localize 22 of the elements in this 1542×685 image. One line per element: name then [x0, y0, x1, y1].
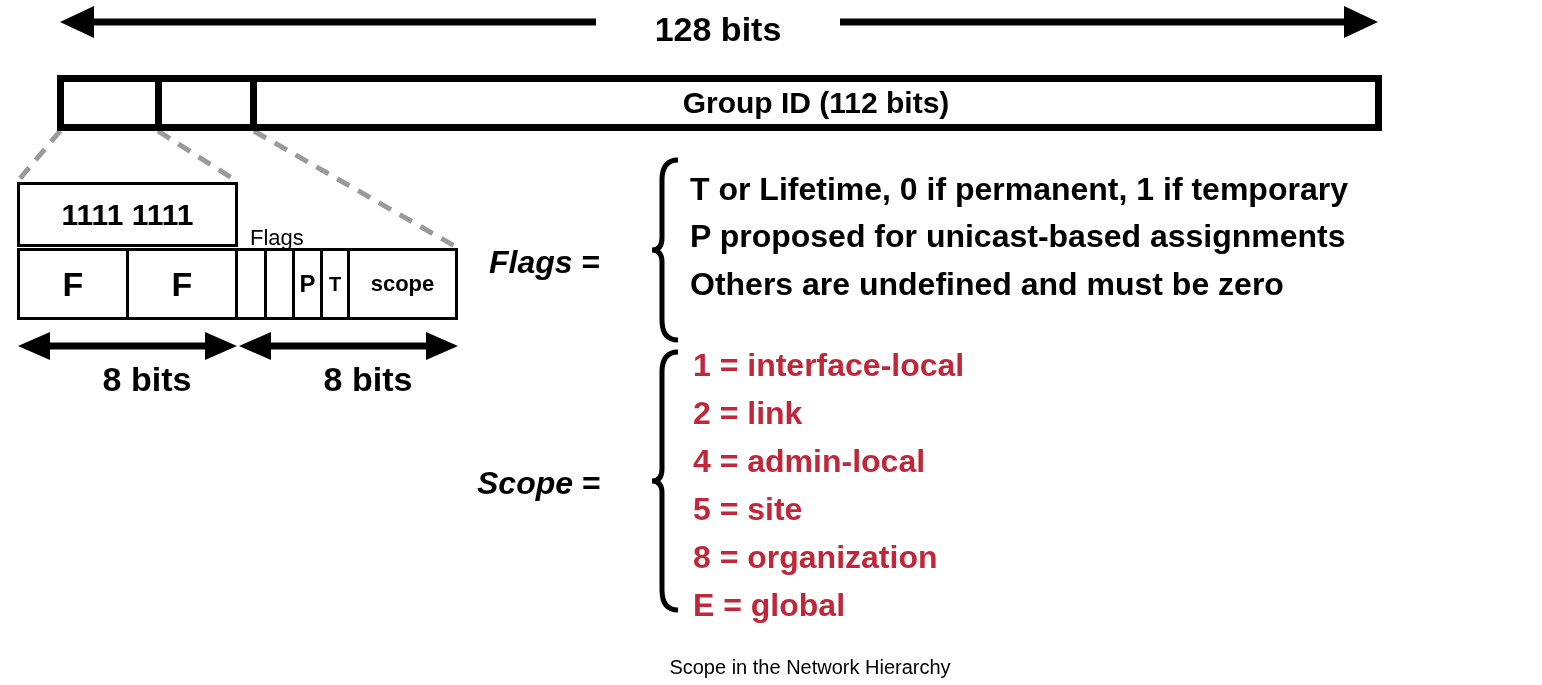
definition-text: T or Lifetime, 0 if permanent, 1 if temporary	[690, 170, 1348, 208]
field-label: Flags	[250, 224, 304, 251]
dimension-label: 128 bits	[654, 9, 782, 49]
definition-text: 5 = site	[693, 490, 803, 528]
definition-text: 2 = link	[693, 394, 803, 432]
dimension-label: 8 bits	[102, 359, 192, 399]
definition-text: E = global	[693, 586, 846, 624]
field-cell: F	[17, 248, 129, 320]
field-cell	[235, 248, 267, 320]
field-cell: F	[126, 248, 238, 320]
definition-term: Flags =	[489, 243, 601, 281]
field-cell: 1111 1111	[17, 182, 238, 247]
definition-text: 1 = interface-local	[693, 346, 965, 384]
definition-text: Others are undefined and must be zero	[690, 265, 1284, 303]
field-cell: scope	[347, 248, 458, 320]
dimension-label: 8 bits	[323, 359, 413, 399]
field-cell: T	[320, 248, 350, 320]
definition-text: P proposed for unicast-based assignments	[690, 217, 1346, 255]
definition-text: 8 = organization	[693, 538, 938, 576]
definition-text: 4 = admin-local	[693, 442, 926, 480]
definition-term: Scope =	[477, 464, 601, 502]
caption: Scope in the Network Hierarchy	[669, 656, 951, 679]
